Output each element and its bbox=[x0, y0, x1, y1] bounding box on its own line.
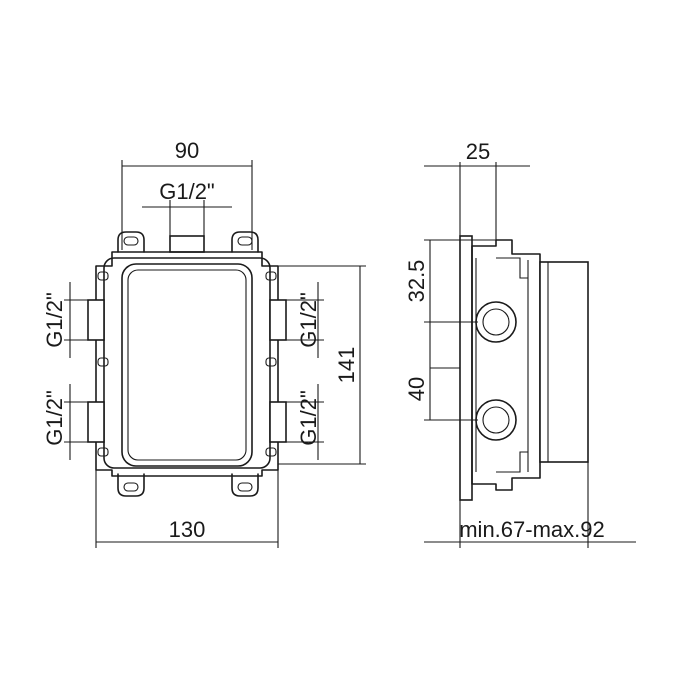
side-rib-top bbox=[496, 257, 528, 279]
wall-plate bbox=[459, 235, 473, 501]
dim-inlet-top-label: G1/2" bbox=[159, 179, 215, 204]
dim-141-label: 141 bbox=[334, 347, 359, 384]
side-port-upper-outer bbox=[475, 301, 517, 343]
dim-130-label: 130 bbox=[169, 517, 206, 542]
dim-90-label: 90 bbox=[175, 138, 199, 163]
side-port-lower-inner bbox=[482, 406, 510, 434]
front-view: 90 G1/2" bbox=[42, 138, 366, 548]
port-left-upper bbox=[87, 299, 105, 341]
dim-40-label: 40 bbox=[404, 377, 429, 401]
body-outline bbox=[95, 251, 279, 477]
side-cover-box bbox=[539, 261, 589, 463]
dim-range-label: min.67-max.92 bbox=[459, 517, 605, 542]
port-right-upper bbox=[269, 299, 287, 341]
rib-right-2 bbox=[265, 357, 277, 367]
top-inlet-stub bbox=[169, 235, 205, 253]
lug-top-right-slot bbox=[237, 236, 253, 246]
cover-plate-inner bbox=[127, 269, 247, 461]
side-body-profile bbox=[471, 239, 541, 491]
cover-plate bbox=[121, 263, 253, 467]
side-port-upper-inner bbox=[482, 308, 510, 336]
lug-bottom-left bbox=[117, 473, 145, 497]
rib-right-1 bbox=[265, 271, 277, 281]
dim-32-label: 32.5 bbox=[404, 260, 429, 303]
lug-bottom-right-slot bbox=[237, 482, 253, 492]
lug-bottom-right bbox=[231, 473, 259, 497]
side-port-lower-outer bbox=[475, 399, 517, 441]
rib-left-2 bbox=[97, 357, 109, 367]
lug-bottom-left-slot bbox=[123, 482, 139, 492]
side-view: 25 32.5 40 min.67-max.92 bbox=[404, 139, 636, 548]
dim-25-label: 25 bbox=[466, 139, 490, 164]
rib-left-1 bbox=[97, 271, 109, 281]
port-right-lower bbox=[269, 401, 287, 443]
body-inner-frame bbox=[103, 257, 271, 469]
dim-right-lower-label: G1/2" bbox=[296, 390, 321, 446]
lug-top-right bbox=[231, 231, 259, 253]
rib-left-3 bbox=[97, 447, 109, 457]
side-rib-bottom bbox=[496, 451, 528, 473]
lug-top-left-slot bbox=[123, 236, 139, 246]
dim-left-lower-label: G1/2" bbox=[42, 390, 67, 446]
dim-right-upper-label: G1/2" bbox=[296, 292, 321, 348]
rib-right-3 bbox=[265, 447, 277, 457]
dim-left-upper-label: G1/2" bbox=[42, 292, 67, 348]
port-left-lower bbox=[87, 401, 105, 443]
lug-top-left bbox=[117, 231, 145, 253]
